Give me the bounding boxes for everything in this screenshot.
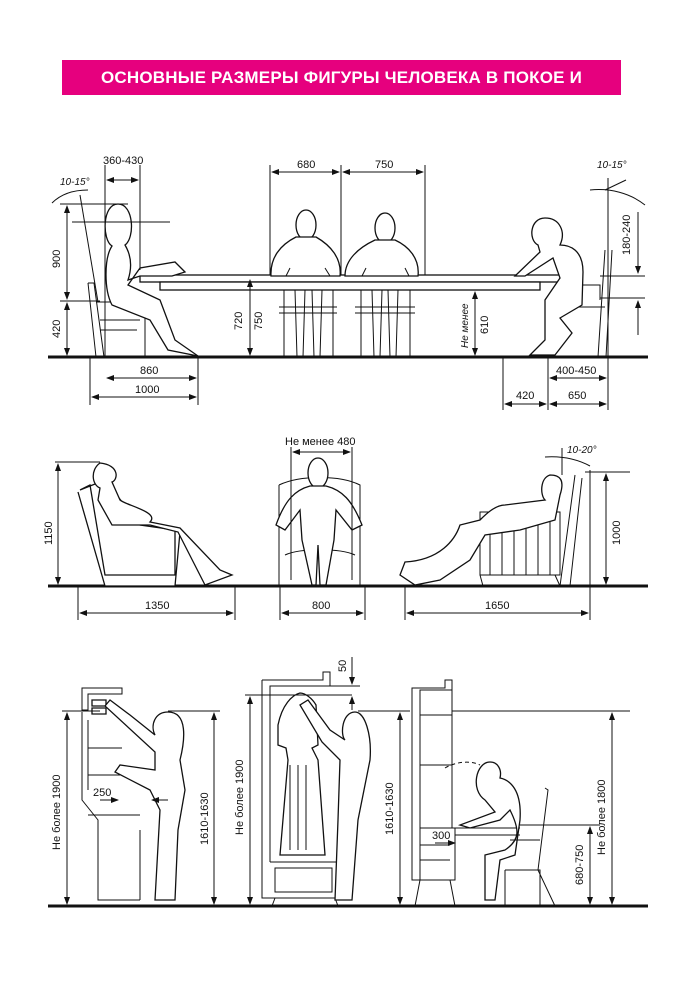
dim-900: 900 (51, 250, 63, 268)
armchair-dimensions (55, 447, 630, 620)
angle-10-20: 10-20° (567, 445, 597, 456)
dim-1000-armchair: 1000 (611, 521, 623, 545)
dim-750-width: 750 (375, 159, 393, 171)
desk-chair (504, 787, 556, 907)
dim-250: 250 (93, 787, 111, 799)
dining-section: 360-430 10-15° 900 420 860 1000 680 750 … (48, 155, 648, 410)
dim-800: 800 (312, 600, 330, 612)
dim-50: 50 (337, 660, 349, 672)
page-title: ОСНОВНЫЕ РАЗМЕРЫ ФИГУРЫ ЧЕЛОВЕКА В ПОКОЕ… (62, 60, 621, 122)
storage-section: Не более 1900 250 1610-1630 50 Не более … (48, 657, 648, 908)
dim-750-height: 750 (253, 312, 265, 330)
dim-max-1900-b: Не более 1900 (234, 760, 246, 835)
dim-1650: 1650 (485, 600, 509, 612)
dim-610: 610 (479, 316, 491, 334)
storage-dimensions (62, 657, 630, 905)
reclined-armchair (77, 462, 234, 587)
dim-680: 680 (297, 159, 315, 171)
angle-right: 10-15° (597, 160, 627, 171)
dim-1610-1630-b: 1610-1630 (384, 782, 396, 835)
dining-dimensions (51, 165, 646, 410)
desk-bookcase (411, 679, 520, 907)
dim-1610-1630-a: 1610-1630 (199, 792, 211, 845)
standing-person-reaching-shelf (104, 699, 186, 901)
middle-person-2 (344, 212, 419, 358)
dining-table (139, 274, 561, 291)
dim-1000: 1000 (135, 384, 159, 396)
standing-person-reaching-wardrobe (299, 699, 371, 901)
dim-180-240: 180-240 (621, 215, 633, 255)
dim-400-450: 400-450 (556, 365, 596, 377)
dim-max-1900-a: Не более 1900 (51, 775, 63, 850)
dim-1150: 1150 (43, 521, 55, 545)
seated-person-at-desk (444, 761, 521, 901)
dim-360-430: 360-430 (103, 155, 143, 167)
slatted-armchair (399, 474, 583, 587)
dim-1350: 1350 (145, 600, 169, 612)
armchair-section: 1150 1350 Не менее 480 800 10-20° 1000 1… (43, 436, 648, 620)
min-label: Не менее (460, 303, 471, 348)
dim-max-1800: Не более 1800 (596, 780, 608, 855)
dim-min-480: Не менее 480 (285, 436, 356, 448)
dim-420: 420 (516, 390, 534, 402)
dim-720: 720 (233, 312, 245, 330)
dim-860: 860 (140, 365, 158, 377)
angle-left: 10-15° (60, 177, 90, 188)
middle-person-1 (270, 209, 341, 358)
dim-300: 300 (432, 830, 450, 842)
right-seated-person (513, 217, 584, 356)
dim-680-750: 680-750 (574, 845, 586, 885)
front-armchair (275, 457, 363, 586)
dim-420-seat: 420 (51, 320, 63, 338)
left-seated-person (104, 203, 199, 357)
hanging-dress (277, 692, 326, 856)
dim-650: 650 (568, 390, 586, 402)
